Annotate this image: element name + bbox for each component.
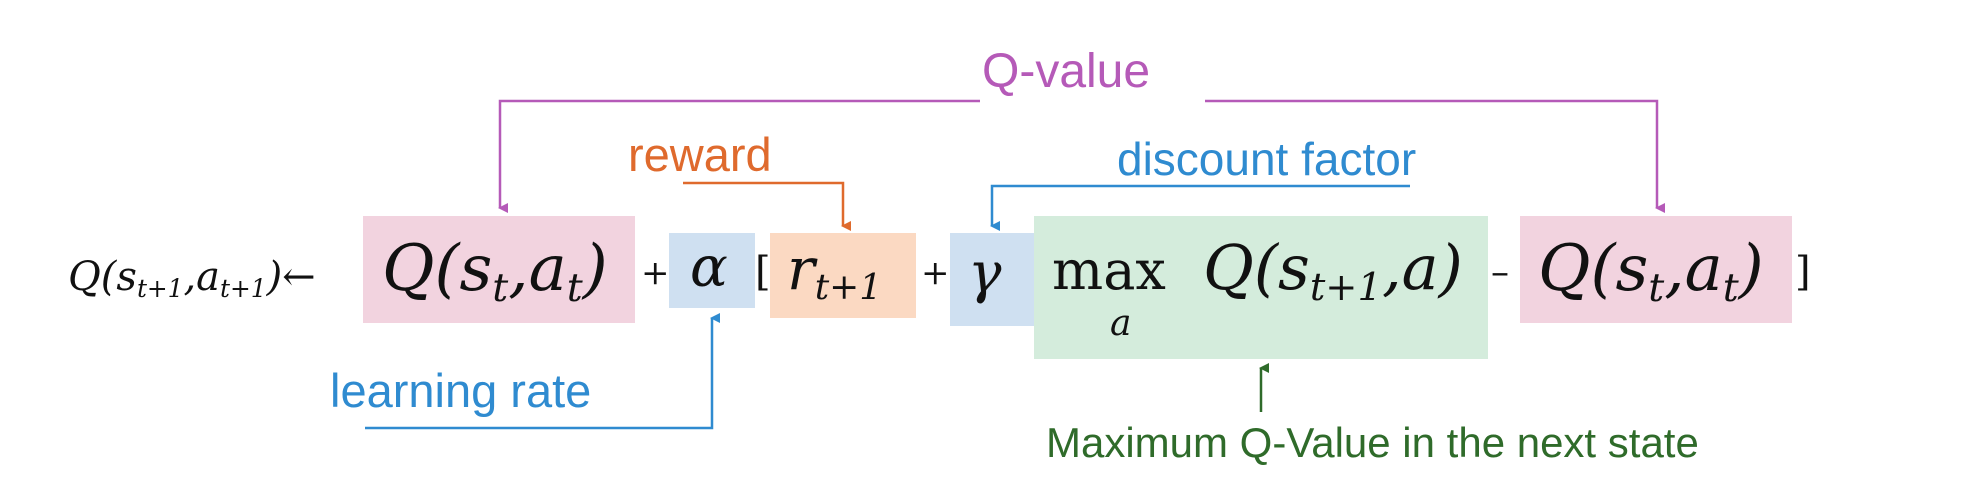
q-current-term-2: Q(st,at) (1538, 232, 1764, 312)
minus-sign: – (1491, 252, 1509, 293)
gamma-symbol: γ (968, 241, 1002, 306)
learning-rate-box (669, 233, 755, 308)
q-current-term: Q(st,at) (382, 232, 608, 312)
q-value-label: Q-value (982, 45, 1151, 98)
max-operator: max (1052, 239, 1166, 302)
max-q-next-box (1034, 216, 1488, 359)
lhs-next-state-q: Q(st+1,at+1)← (68, 254, 316, 303)
discount-factor-label: discount factor (1117, 133, 1417, 185)
learning-rate-arrow (365, 313, 720, 430)
discount-factor-arrow (990, 184, 1410, 231)
q-next-max-term: Q(st+1,a) (1203, 231, 1463, 310)
reward-arrow (683, 181, 851, 231)
alpha-symbol: α (690, 235, 728, 300)
plus-sign-1: + (641, 253, 670, 293)
q-value-arrow-left (498, 99, 980, 213)
plus-sign-2: + (921, 253, 950, 293)
q-current-box-2 (1520, 216, 1792, 323)
max-subscript-a: a (1110, 303, 1132, 344)
discount-factor-box (950, 233, 1034, 326)
reward-label: reward (628, 128, 772, 181)
max-q-next-label: Maximum Q-Value in the next state (1046, 419, 1699, 466)
q-current-box (363, 216, 635, 323)
reward-term: rt+1 (787, 235, 883, 309)
reward-box (770, 233, 916, 318)
learning-rate-label: learning rate (330, 364, 592, 417)
bracket-close: ] (1795, 249, 1811, 295)
q-value-arrow-right (1205, 99, 1665, 213)
bracket-open: [ (755, 249, 771, 295)
